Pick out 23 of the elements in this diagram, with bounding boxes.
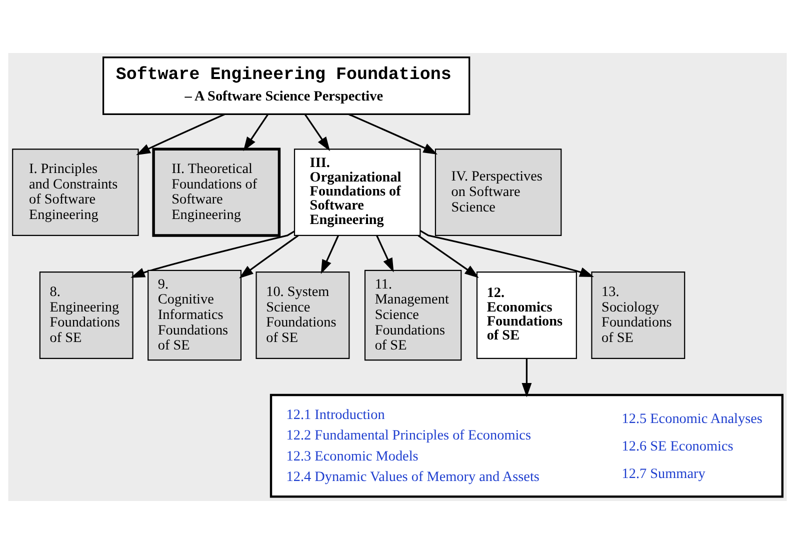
- arrow: [420, 229, 594, 277]
- node-box: 11. Management Science Foundations of SE: [364, 269, 462, 360]
- arrow: [418, 234, 479, 278]
- node-box: Software Engineering Foundations – A Software Science Perspective: [102, 56, 470, 114]
- node-box: 13. Sociology Foundations of SE: [591, 271, 686, 358]
- arrow: [348, 112, 438, 154]
- node-box: I. Principles and Constraints of Software Engineering: [12, 148, 139, 236]
- arrow: [243, 113, 269, 151]
- node-box: IV. Perspectives on Software Science: [434, 148, 562, 236]
- arrow: [522, 358, 532, 397]
- arrow: [376, 234, 394, 272]
- node-box: 12.1 Introduction 12.2 Fundamental Principles of Economics 12.3 Economic Models 12.4 Dynamic Values of Memory and Assets 12.5 Economic Analyses 12.6 SE Economics 12.7 Summary: [270, 393, 784, 498]
- arrow: [130, 230, 295, 278]
- arrow: [136, 112, 226, 155]
- node-box: 9. Cognitive Informatics Foundations of SE: [148, 269, 242, 360]
- node-box: III. Organizational Foundations of Software Engineering: [294, 148, 421, 236]
- node-box: 8. Engineering Foundations of SE: [39, 271, 134, 358]
- node-box: II. Theoretical Foundations of Software Engineering: [152, 147, 281, 236]
- arrow: [239, 234, 299, 278]
- arrow: [320, 234, 339, 274]
- node-box: 10. System Science Foundations of SE: [256, 271, 350, 358]
- arrow: [304, 113, 330, 151]
- node-box: 12. Economics Foundations of SE: [476, 271, 577, 358]
